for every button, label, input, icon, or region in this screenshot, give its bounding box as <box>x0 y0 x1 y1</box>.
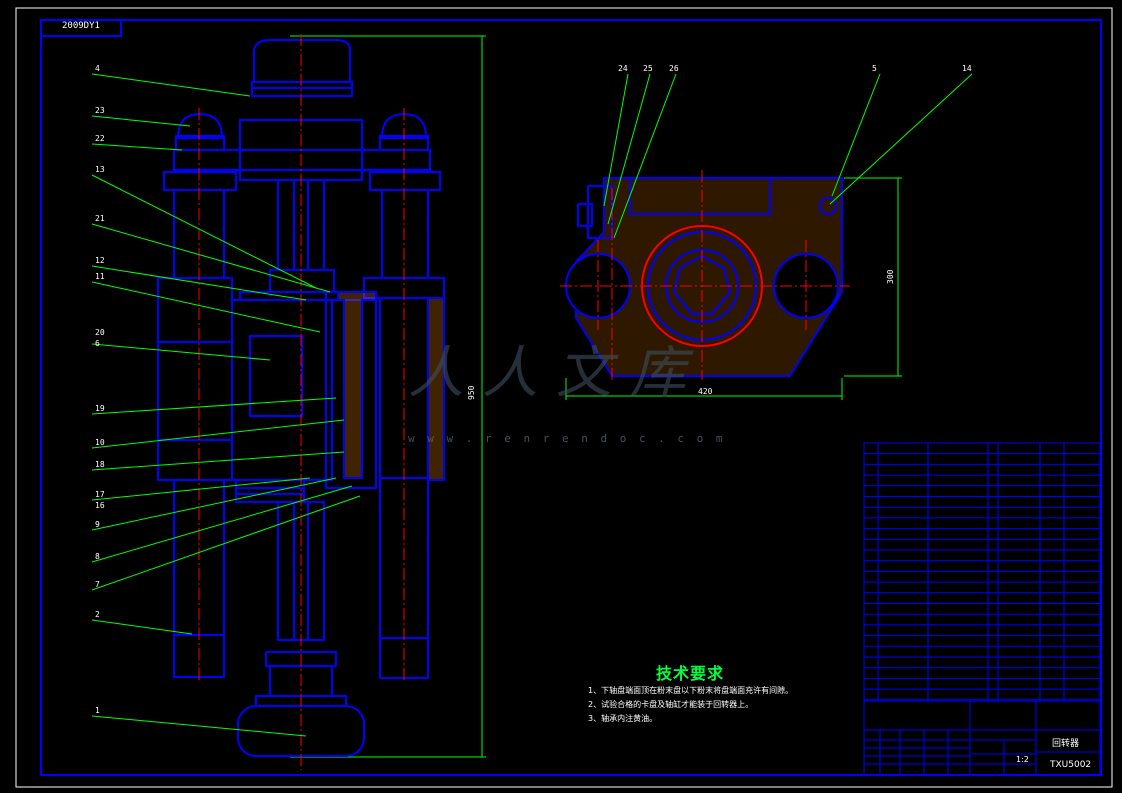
part-label: 5 <box>872 64 877 73</box>
part-label: 23 <box>95 106 105 115</box>
part-label: 4 <box>95 64 100 73</box>
part-label: 9 <box>95 520 100 529</box>
part-label: 6 <box>95 339 100 348</box>
part-label: 26 <box>669 64 679 73</box>
part-label: 25 <box>643 64 653 73</box>
part-label: 2 <box>95 610 100 619</box>
watermark-text: w w w . r e n r e n d o c . c o m <box>408 432 726 445</box>
part-label: 13 <box>95 165 105 174</box>
sheet-border <box>15 7 1113 788</box>
drawing-number: TXU5002 <box>1050 760 1092 770</box>
part-label: 12 <box>95 256 105 265</box>
dimension-height-label: 300 <box>886 269 895 284</box>
part-label: 14 <box>962 64 972 73</box>
technical-requirements-title: 技术要求 <box>656 664 725 683</box>
document-id: 2009DY1 <box>62 21 100 31</box>
section-leaders <box>603 73 973 239</box>
drawing-name: 回转器 <box>1052 739 1080 749</box>
part-label: 7 <box>95 580 100 589</box>
section-part-labels: 24 25 26 5 14 420 300 <box>618 64 972 396</box>
requirement-item: 1、下轴盘端面顶在粉末盘以下粉末将盘端面充许有间隙。 <box>588 686 794 695</box>
section-centerlines <box>560 170 850 380</box>
front-part-labels: 4 23 22 13 21 12 11 20 6 19 10 18 17 16 … <box>95 64 476 715</box>
part-label: 8 <box>95 552 100 561</box>
part-label: 24 <box>618 64 628 73</box>
dimension-height-label: 950 <box>467 385 476 400</box>
part-label: 19 <box>95 404 105 413</box>
front-centerlines <box>198 34 405 770</box>
title-block <box>863 700 1101 776</box>
requirement-item: 2、试验合格的卡盘及轴缸才能装于回转器上。 <box>588 700 754 709</box>
requirement-item: 3、轴承内注黄油。 <box>588 714 658 723</box>
dimension-width-label: 420 <box>698 387 713 396</box>
part-label: 20 <box>95 328 105 337</box>
watermark-logo: 人人文库 <box>408 341 704 406</box>
part-label: 17 <box>95 490 105 499</box>
technical-requirements-list: 1、下轴盘端面顶在粉末盘以下粉末将盘端面充许有间隙。 2、试验合格的卡盘及轴缸才… <box>588 684 793 726</box>
part-label: 11 <box>95 272 105 281</box>
front-leaders <box>91 73 361 737</box>
part-label: 1 <box>95 706 100 715</box>
part-label: 18 <box>95 460 105 469</box>
part-label: 16 <box>95 501 105 510</box>
part-label: 10 <box>95 438 105 447</box>
part-label: 21 <box>95 214 105 223</box>
parts-list-table <box>863 442 1101 702</box>
part-label: 22 <box>95 134 105 143</box>
scale-value: 1:2 <box>1016 755 1029 764</box>
